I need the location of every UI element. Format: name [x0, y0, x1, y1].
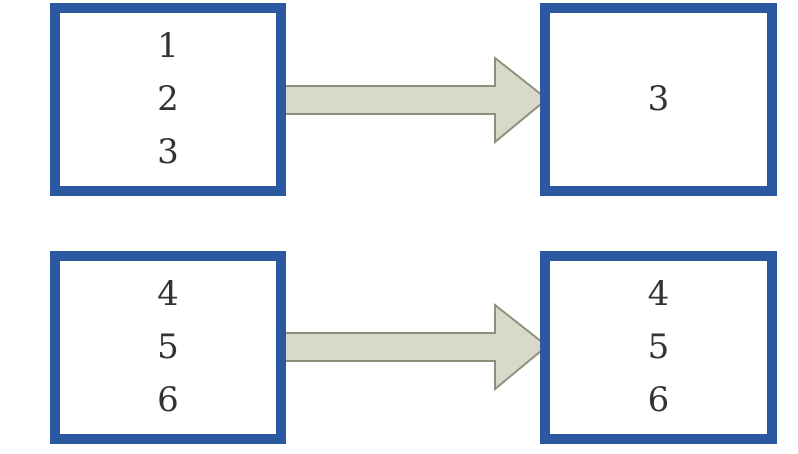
top-source-item: 2 [157, 78, 179, 119]
top-source-box: 1 2 3 [50, 3, 286, 196]
top-target-item: 3 [647, 78, 670, 119]
bottom-target-item: 6 [647, 379, 670, 420]
bottom-source-box: 4 5 6 [50, 251, 286, 444]
bottom-source-item: 4 [157, 273, 179, 314]
bottom-target-item: 4 [647, 273, 670, 314]
top-right-arrow-icon [281, 55, 549, 145]
bottom-right-arrow-icon [281, 302, 549, 392]
top-source-item: 3 [157, 131, 179, 172]
bottom-source-item: 6 [157, 379, 179, 420]
top-source-item: 1 [157, 25, 179, 66]
bottom-target-item: 5 [647, 326, 670, 367]
top-target-box: 3 [540, 3, 777, 196]
bottom-source-item: 5 [157, 326, 179, 367]
bottom-target-box: 4 5 6 [540, 251, 777, 444]
